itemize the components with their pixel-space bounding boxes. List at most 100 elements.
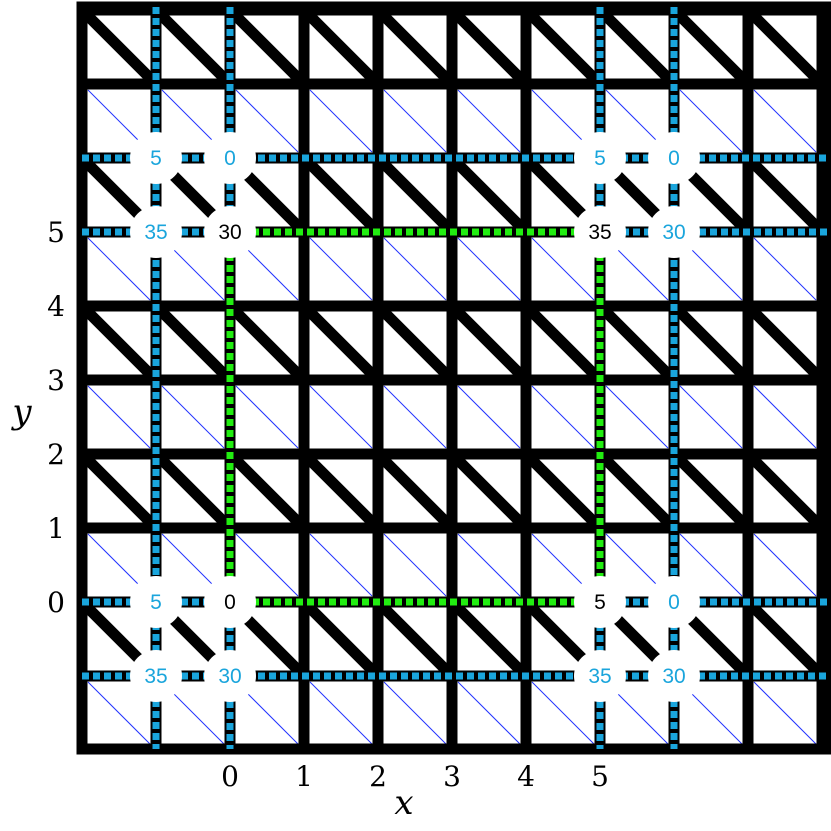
node-circle	[204, 132, 256, 184]
node-label: 5	[150, 147, 162, 170]
mesh-diagonal	[596, 450, 678, 532]
fine-diagonal	[309, 89, 373, 153]
x-axis-title: x	[394, 783, 413, 823]
node-circle	[648, 576, 700, 628]
node-label: 5	[594, 591, 606, 614]
node-label: 0	[668, 591, 680, 614]
node-label: 0	[224, 147, 236, 170]
fine-diagonal	[235, 385, 299, 449]
fine-diagonal	[87, 681, 151, 745]
mesh-diagonal	[596, 302, 678, 384]
node-label: 35	[144, 665, 167, 688]
node-circle	[648, 650, 700, 702]
node-label: 35	[588, 221, 611, 244]
node-circle	[130, 576, 182, 628]
mesh-diagonal	[522, 450, 604, 532]
mesh-diagonal	[670, 450, 752, 532]
mesh-diagonal	[744, 302, 826, 384]
node-circle	[574, 206, 626, 258]
mesh-diagonal	[596, 6, 678, 88]
y-tick-label: 5	[47, 216, 65, 249]
node-label: 0	[668, 147, 680, 170]
mesh-diagonal	[522, 6, 604, 88]
mesh-diagonal	[300, 450, 382, 532]
fine-diagonal	[87, 385, 151, 449]
mesh-border	[76, 1, 831, 755]
fine-diagonal	[679, 385, 743, 449]
fine-diagonal	[753, 89, 817, 153]
fine-diagonal	[753, 385, 817, 449]
mesh-diagonal	[522, 302, 604, 384]
x-tick-label: 5	[591, 760, 609, 793]
mesh-diagonal	[226, 6, 308, 88]
fine-diagonal	[457, 533, 521, 597]
x-tick-label: 4	[517, 760, 535, 793]
node-circle	[648, 132, 700, 184]
mesh-diagonal	[744, 450, 826, 532]
node-label: 30	[218, 665, 241, 688]
node-label: 30	[662, 665, 685, 688]
mesh-diagonal	[152, 450, 234, 532]
y-tick-label: 4	[47, 290, 65, 323]
node-label: 0	[224, 591, 236, 614]
fine-diagonal	[309, 681, 373, 745]
mesh-diagonal	[374, 450, 456, 532]
fine-diagonal	[309, 237, 373, 301]
node-circle	[648, 206, 700, 258]
node-label: 35	[588, 665, 611, 688]
y-tick-label: 3	[47, 364, 65, 397]
mesh-layer	[76, 1, 831, 755]
y-tick-label: 1	[47, 512, 65, 545]
x-tick-label: 0	[221, 760, 239, 793]
mesh-diagonal	[448, 6, 530, 88]
mesh-diagonal	[670, 6, 752, 88]
mesh-diagonal	[448, 598, 530, 680]
node-circle	[130, 132, 182, 184]
mesh-diagonal	[448, 154, 530, 236]
node-circle	[574, 132, 626, 184]
mesh-diagonal	[152, 6, 234, 88]
node-circle	[204, 576, 256, 628]
fine-diagonal	[383, 681, 447, 745]
mesh-diagonal	[744, 154, 826, 236]
fine-diagonal	[457, 89, 521, 153]
mesh-diagonal	[374, 598, 456, 680]
node-circle	[130, 650, 182, 702]
fine-diagonal	[383, 385, 447, 449]
mesh-diagonal	[226, 302, 308, 384]
node-circle	[574, 576, 626, 628]
fine-diagonal	[383, 89, 447, 153]
y-tick-label: 2	[47, 438, 65, 471]
fine-diagonal	[753, 533, 817, 597]
fine-diagonal	[87, 237, 151, 301]
fine-diagonal	[531, 681, 595, 745]
mesh-diagonal	[448, 450, 530, 532]
fine-diagonal	[235, 533, 299, 597]
mesh-diagonal	[300, 154, 382, 236]
node-label: 30	[218, 221, 241, 244]
mesh-diagonal	[78, 302, 160, 384]
mesh-diagonal	[374, 154, 456, 236]
mesh-diagonal	[374, 6, 456, 88]
fine-diagonal	[753, 681, 817, 745]
mesh-diagonal	[448, 302, 530, 384]
fine-diagonal	[605, 385, 669, 449]
fine-diagonal	[383, 237, 447, 301]
mesh-diagonal	[300, 302, 382, 384]
fine-diagonal	[679, 533, 743, 597]
y-axis-title: y	[10, 392, 32, 432]
fine-diagonal	[161, 385, 225, 449]
fine-diagonal	[309, 385, 373, 449]
fine-diagonal	[531, 385, 595, 449]
x-tick-label: 2	[369, 760, 387, 793]
node-circle	[204, 206, 256, 258]
node-label: 5	[150, 591, 162, 614]
node-label: 35	[144, 221, 167, 244]
mesh-diagonal	[78, 450, 160, 532]
node-label: 30	[662, 221, 685, 244]
fine-diagonal	[457, 681, 521, 745]
mesh-diagonal	[226, 450, 308, 532]
fine-diagonal	[235, 89, 299, 153]
